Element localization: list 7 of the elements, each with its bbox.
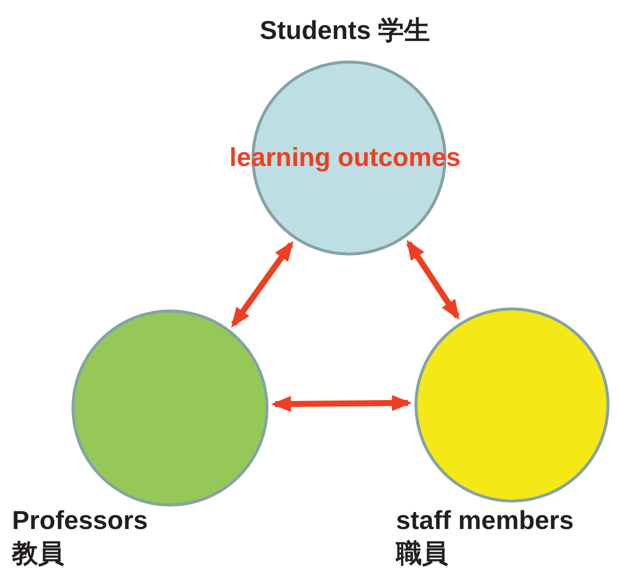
node-title: Students 学生	[258, 14, 432, 46]
node-label: learning outcomes	[228, 141, 462, 174]
double-arrow	[270, 395, 412, 412]
node-label: Professors 教員	[12, 504, 149, 569]
double-arrow	[231, 241, 294, 328]
double-arrow	[406, 240, 460, 320]
node-label: staff members 職員	[396, 504, 575, 569]
